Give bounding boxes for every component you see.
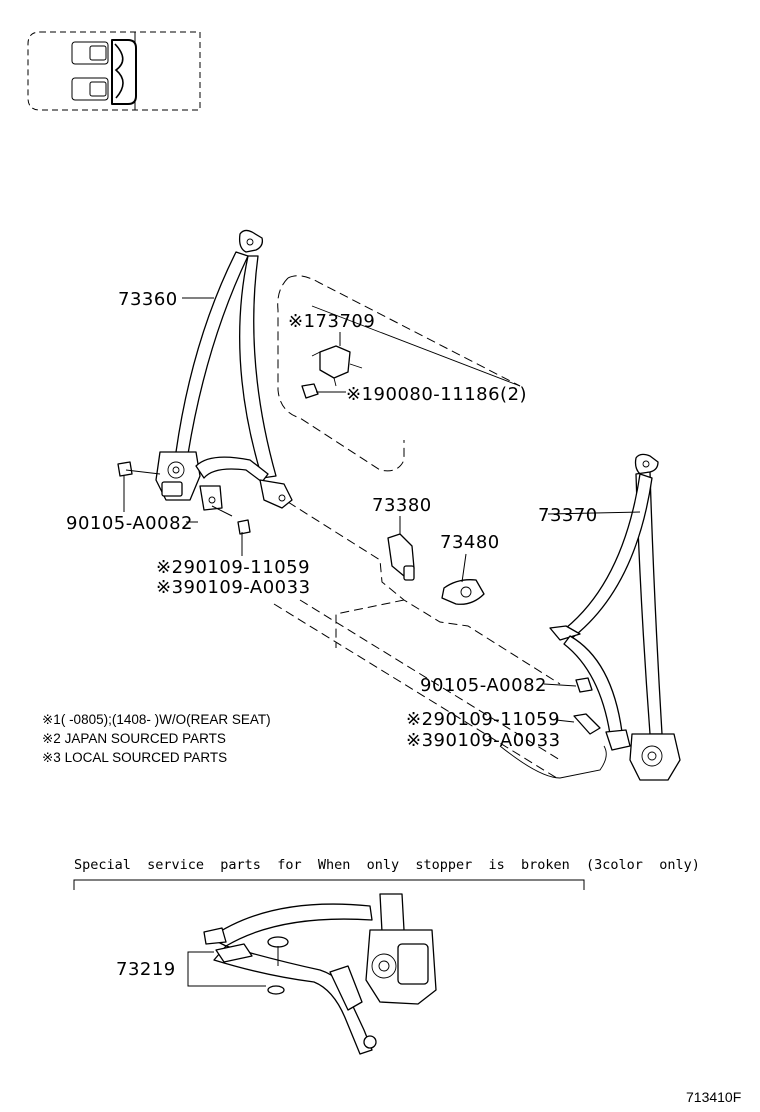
label-right-90105-a0082[interactable]: 90105-A0082 bbox=[420, 675, 547, 696]
label-73709[interactable]: ※173709 bbox=[288, 311, 375, 332]
label-90080-11186[interactable]: ※190080-11186(2) bbox=[346, 384, 527, 405]
special-parts-caption: Special service parts for When only stop… bbox=[74, 857, 700, 873]
label-right-90109-a0033[interactable]: ※390109-A0033 bbox=[406, 730, 561, 751]
screw-90080[interactable] bbox=[301, 383, 346, 399]
label-73480[interactable]: 73480 bbox=[440, 532, 500, 553]
vehicle-location-thumbnail bbox=[27, 31, 201, 111]
clip-73380[interactable] bbox=[387, 516, 415, 581]
leader-lines bbox=[182, 297, 641, 523]
seat-belt-73360[interactable] bbox=[117, 229, 293, 556]
note-3: ※3 LOCAL SOURCED PARTS bbox=[42, 750, 227, 765]
rear-window-outline bbox=[277, 275, 521, 472]
label-left-90109-a0033[interactable]: ※390109-A0033 bbox=[156, 577, 311, 598]
stopper-detail bbox=[73, 879, 585, 1055]
label-left-90105-a0082[interactable]: 90105-A0082 bbox=[66, 513, 193, 534]
clip-73480[interactable] bbox=[441, 553, 485, 605]
note-2: ※2 JAPAN SOURCED PARTS bbox=[42, 731, 226, 746]
seat-belt-73370[interactable] bbox=[543, 453, 681, 781]
figure-number: 713410F bbox=[686, 1089, 741, 1105]
label-73370[interactable]: 73370 bbox=[538, 505, 598, 526]
label-left-90109-11059[interactable]: ※290109-11059 bbox=[156, 557, 310, 578]
label-73219[interactable]: 73219 bbox=[116, 959, 176, 980]
note-1: ※1( -0805);(1408- )W/O(REAR SEAT) bbox=[42, 712, 271, 727]
label-73360[interactable]: 73360 bbox=[118, 289, 178, 310]
label-73380[interactable]: 73380 bbox=[372, 495, 432, 516]
label-right-90109-11059[interactable]: ※290109-11059 bbox=[406, 709, 560, 730]
floor-outline bbox=[273, 501, 607, 781]
cover-73709[interactable] bbox=[311, 332, 363, 387]
